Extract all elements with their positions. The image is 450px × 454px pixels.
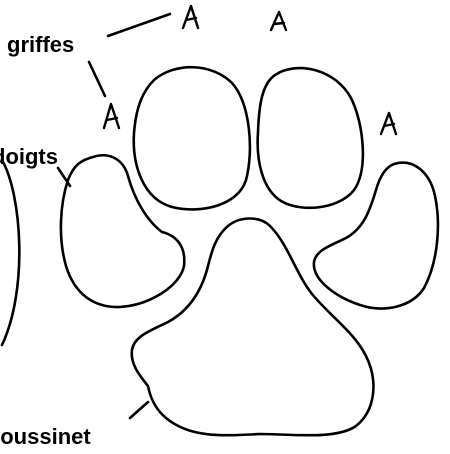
claws-leader-top: [108, 14, 170, 36]
toe-top-right: [258, 68, 363, 208]
pad-leader: [130, 402, 148, 418]
claws-leader-down: [89, 62, 105, 96]
toe-top-left: [134, 67, 250, 209]
claw-icon-3: [104, 104, 119, 128]
left-circle: [2, 160, 19, 345]
toes-label: doigts: [0, 144, 58, 169]
pad-label: coussinet: [0, 424, 91, 449]
claw-icon-1: [183, 6, 198, 28]
claws-label: griffes: [7, 32, 74, 57]
claw-icon-2: [271, 12, 286, 30]
claw-icon-4: [381, 113, 396, 134]
